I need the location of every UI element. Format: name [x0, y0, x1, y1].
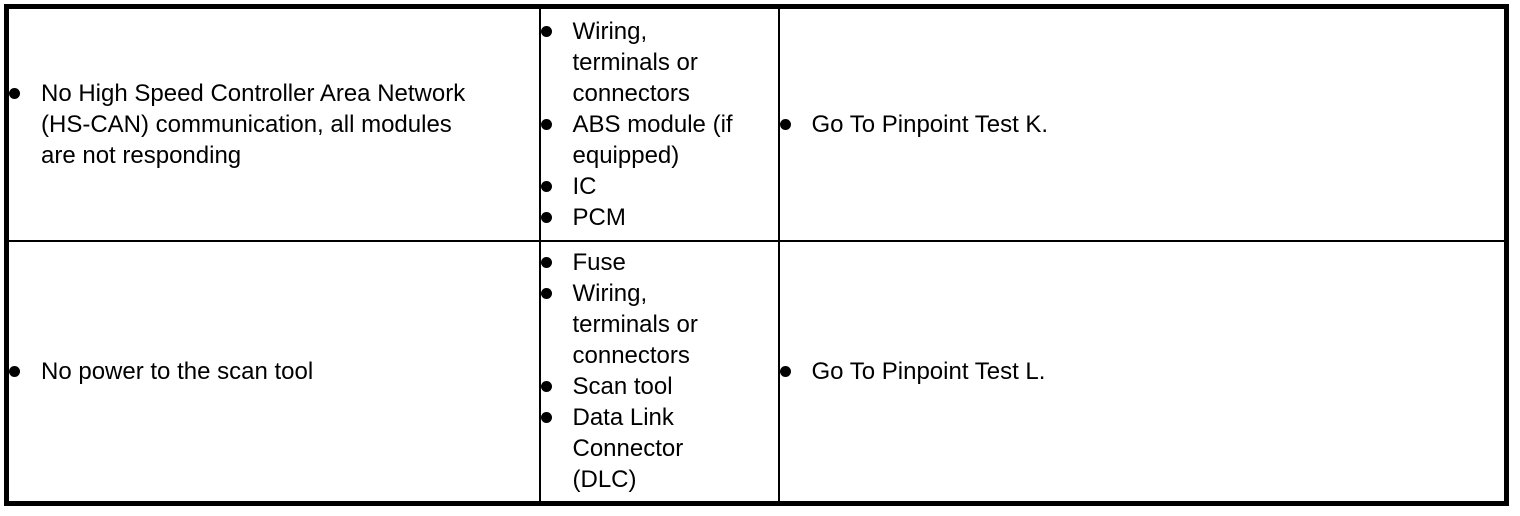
source-text: Wiring, terminals or connectors	[572, 280, 698, 370]
source-text: PCM	[572, 203, 626, 231]
diagnostic-symptom-table: No High Speed Controller Area Network (H…	[4, 4, 1509, 506]
bullet-icon	[9, 87, 20, 99]
source-text: IC	[572, 172, 597, 200]
bullet-icon	[540, 211, 552, 223]
symptom-text: No power to the scan tool	[41, 357, 314, 385]
bullet-icon	[540, 381, 552, 393]
action-text: Go To Pinpoint Test K.	[811, 110, 1049, 138]
bullet-icon	[540, 118, 552, 130]
possible-sources-cell: Fuse Wiring, terminals or connectors Sca…	[538, 239, 780, 505]
source-item: Wiring, terminals or connectors	[540, 16, 778, 109]
source-item: Scan tool	[540, 371, 778, 402]
table-row: No power to the scan tool Fuse Wiring, t…	[5, 239, 1508, 505]
source-text: Scan tool	[572, 373, 673, 401]
source-item: IC	[540, 171, 778, 202]
action-list: Go To Pinpoint Test K.	[779, 109, 1505, 140]
source-item: Fuse	[540, 247, 778, 278]
symptom-item: No power to the scan tool	[9, 356, 539, 387]
table-row: No High Speed Controller Area Network (H…	[5, 5, 1508, 242]
source-item: Data Link Connector (DLC)	[540, 402, 778, 495]
bullet-icon	[540, 412, 552, 424]
bullet-icon	[540, 288, 552, 300]
action-cell: Go To Pinpoint Test L.	[777, 239, 1508, 505]
symptom-cell: No High Speed Controller Area Network (H…	[5, 5, 541, 242]
symptom-list: No High Speed Controller Area Network (H…	[9, 78, 539, 171]
symptom-list: No power to the scan tool	[9, 356, 539, 387]
bullet-icon	[9, 365, 20, 377]
action-cell: Go To Pinpoint Test K.	[777, 5, 1508, 242]
source-item: PCM	[540, 202, 778, 233]
sources-list: Fuse Wiring, terminals or connectors Sca…	[540, 247, 778, 495]
source-item: ABS module (if equipped)	[540, 109, 778, 171]
symptom-text: No High Speed Controller Area Network (H…	[41, 79, 466, 169]
bullet-icon	[779, 365, 791, 377]
action-item: Go To Pinpoint Test K.	[779, 109, 1505, 140]
bullet-icon	[779, 118, 791, 130]
bullet-icon	[540, 180, 552, 192]
source-text: Fuse	[572, 249, 626, 277]
action-text: Go To Pinpoint Test L.	[811, 357, 1046, 385]
bullet-icon	[540, 25, 552, 37]
sources-list: Wiring, terminals or connectors ABS modu…	[540, 16, 778, 233]
symptom-cell: No power to the scan tool	[5, 239, 541, 505]
action-list: Go To Pinpoint Test L.	[779, 356, 1505, 387]
source-text: Data Link Connector (DLC)	[572, 404, 684, 494]
action-item: Go To Pinpoint Test L.	[779, 356, 1505, 387]
bullet-icon	[540, 257, 552, 269]
symptom-item: No High Speed Controller Area Network (H…	[9, 78, 539, 171]
source-text: ABS module (if equipped)	[572, 110, 733, 169]
possible-sources-cell: Wiring, terminals or connectors ABS modu…	[538, 5, 780, 242]
source-item: Wiring, terminals or connectors	[540, 278, 778, 371]
source-text: Wiring, terminals or connectors	[572, 17, 698, 107]
